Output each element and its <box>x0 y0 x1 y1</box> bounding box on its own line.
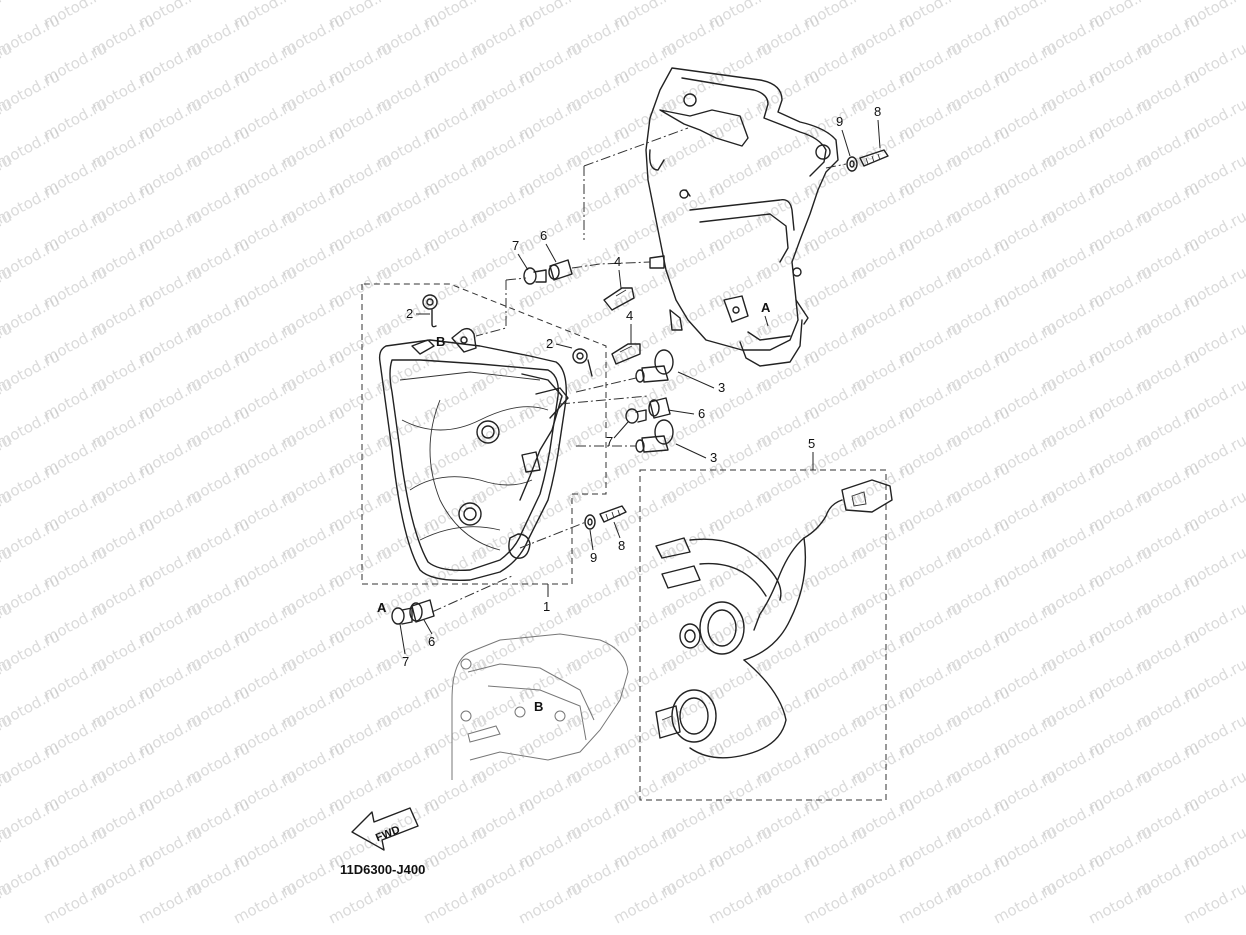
bolt-8-top <box>859 149 889 167</box>
collar-7-upper <box>523 267 547 285</box>
screw-2-lower <box>572 348 593 377</box>
callout-4: 4 <box>626 308 633 323</box>
callout-3: 3 <box>710 450 717 465</box>
callout-6: 6 <box>428 634 435 649</box>
mounting-lines <box>431 127 689 613</box>
callout-7: 7 <box>402 654 409 669</box>
reference-letter-a: A <box>377 600 387 615</box>
watermark-text: motod.ru <box>0 0 15 32</box>
watermark-text: motod.ru <box>325 879 394 927</box>
watermark-text: motod.ru <box>705 879 774 927</box>
callout-7: 7 <box>606 434 613 449</box>
callout-9: 9 <box>836 114 843 129</box>
watermark-text: motod.ru <box>515 879 584 927</box>
watermark-text: motod.ru <box>990 879 1059 927</box>
watermark-text: motod.ru <box>895 879 964 927</box>
reference-letter-a: A <box>761 300 771 315</box>
screw-2-upper <box>422 294 438 328</box>
callout-4: 4 <box>614 254 621 269</box>
collar-7-middle <box>625 408 647 424</box>
reference-letters: A A B B <box>377 300 771 714</box>
collar-7-lower <box>391 607 413 625</box>
grommet-6-upper <box>548 259 573 281</box>
callout-6: 6 <box>540 228 547 243</box>
washer-9-top <box>846 156 858 172</box>
reference-letter-b: B <box>534 699 543 714</box>
callout-2: 2 <box>546 336 553 351</box>
callout-9: 9 <box>590 550 597 565</box>
watermark-text: motod.ru <box>800 879 869 927</box>
callout-8: 8 <box>874 104 881 119</box>
reference-letter-b: B <box>436 334 445 349</box>
harness-group-boundary <box>639 469 887 801</box>
watermark-text: motod.ru <box>40 879 109 927</box>
callout-8: 8 <box>618 538 625 553</box>
watermark-text: motod.ru <box>135 879 204 927</box>
headlight-group-boundary <box>361 283 607 585</box>
callout-1: 1 <box>543 599 550 614</box>
callout-3: 3 <box>718 380 725 395</box>
watermark-text: motod.ru <box>610 879 679 927</box>
callout-labels: 1 2 2 3 3 4 4 5 6 6 6 7 7 7 8 8 9 9 <box>399 104 881 669</box>
watermark-text: motod.ru <box>1085 879 1154 927</box>
watermark-text: motod.ru <box>230 879 299 927</box>
callout-7: 7 <box>512 238 519 253</box>
washer-9-middle <box>584 514 596 530</box>
diagram-code: 11D6300-J400 <box>340 862 425 877</box>
watermark-text: motod.ru <box>1180 879 1246 927</box>
callout-2: 2 <box>406 306 413 321</box>
lower-bracket-phantom <box>451 633 629 780</box>
grommet-6-lower <box>409 599 435 623</box>
callout-5: 5 <box>808 436 815 451</box>
bolt-8-middle <box>599 505 627 523</box>
headlight-bracket-frame <box>645 67 839 367</box>
wire-harness-5 <box>655 479 893 759</box>
bulb-4-lower <box>611 343 641 365</box>
grommet-6-middle <box>648 397 671 419</box>
bulb-4-upper <box>603 287 635 311</box>
callout-6: 6 <box>698 406 705 421</box>
bulb-3-upper <box>635 349 674 383</box>
headlight-unit <box>378 327 569 581</box>
watermark-text: motod.ru <box>420 879 489 927</box>
